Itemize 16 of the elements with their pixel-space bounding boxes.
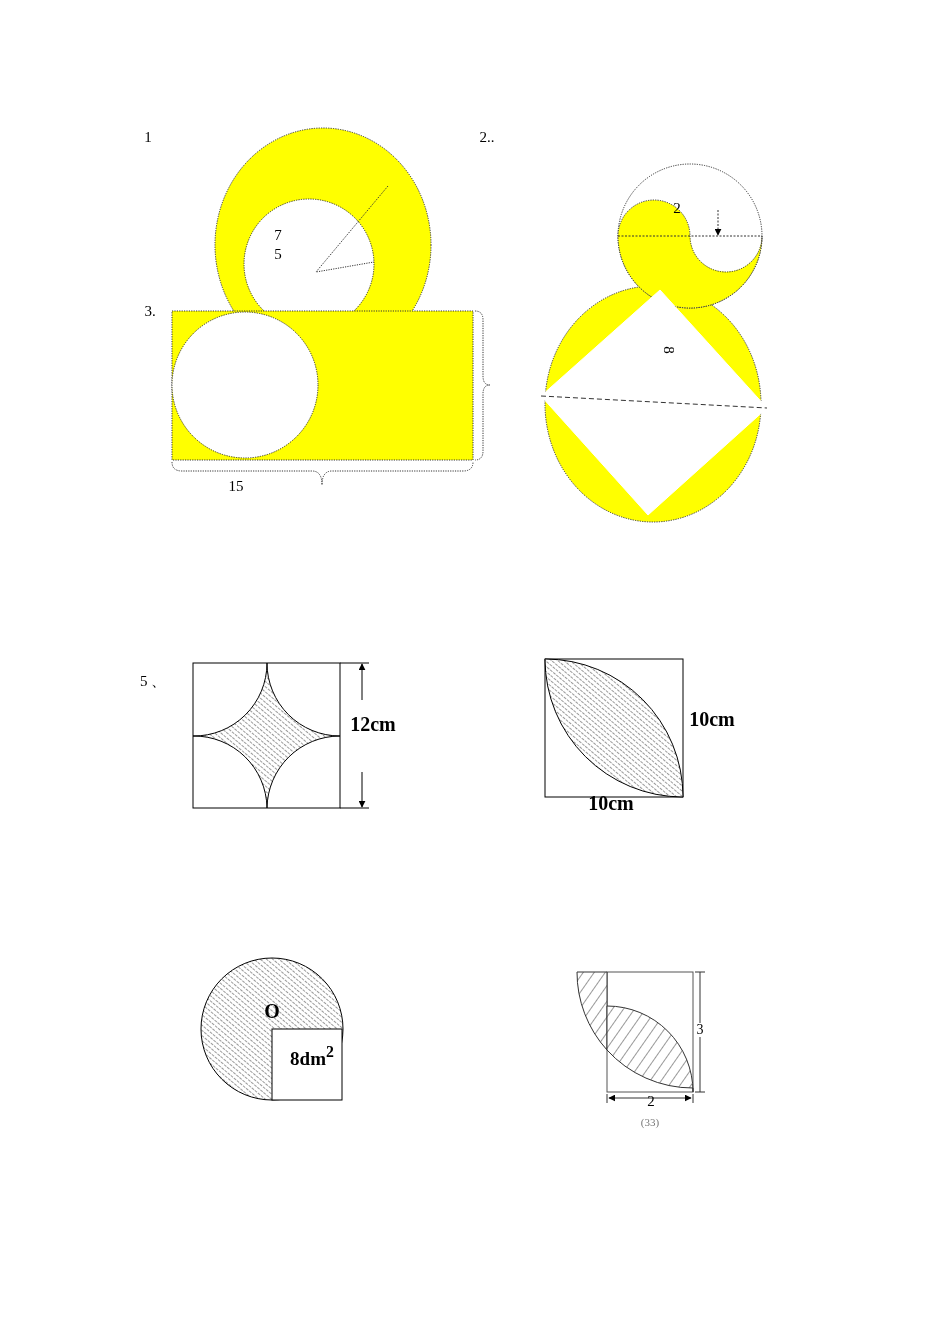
figure-number: 5 、 (139, 673, 167, 689)
figure-caption: (33) (640, 1116, 660, 1128)
figure-number: 1 (144, 129, 152, 145)
dimension-label: 7 (274, 227, 282, 243)
dimension-label: 3 (696, 1023, 704, 1037)
dimension-label: 8 (660, 346, 676, 354)
figure-number: 3. (144, 303, 156, 319)
dimension-label: 10cm (689, 709, 735, 729)
dimension-label: 12cm (350, 714, 396, 734)
dimension-label: 5 (274, 246, 282, 262)
dimension-label: 15 (228, 478, 244, 494)
dimension-label: 2 (647, 1093, 655, 1109)
dimension-label: 10cm (588, 793, 634, 813)
figure-number: 2.. (479, 129, 495, 145)
point-label: O (264, 1001, 280, 1021)
area-label: 8dm$^{2}$ (290, 1044, 334, 1068)
